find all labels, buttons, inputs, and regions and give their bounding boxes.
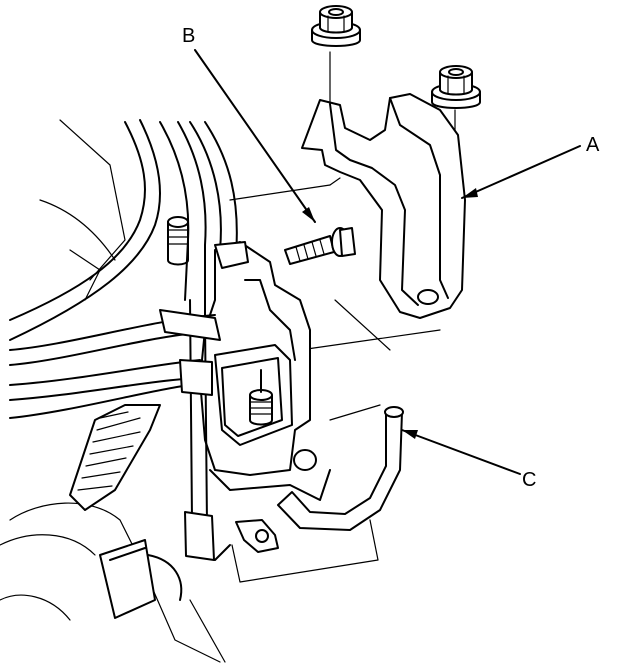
reference-lines	[229, 51, 456, 583]
rubber-block	[99, 539, 183, 619]
stud-left	[167, 216, 189, 266]
callout-label-c: C	[522, 469, 537, 491]
engine-mount	[199, 241, 331, 501]
flange-nut-upper	[311, 5, 361, 47]
corrugated-conduit	[69, 404, 161, 511]
mounting-bolt	[284, 227, 356, 265]
callout-leaders	[194, 49, 581, 475]
flange-nut-lower	[431, 65, 481, 109]
callout-label-b: B	[182, 25, 196, 47]
callout-label-a: A	[586, 134, 600, 156]
harness-clamps	[159, 241, 249, 561]
mounting-bracket	[301, 93, 466, 319]
hose-clip	[214, 519, 279, 561]
vacuum-hose	[277, 406, 404, 531]
